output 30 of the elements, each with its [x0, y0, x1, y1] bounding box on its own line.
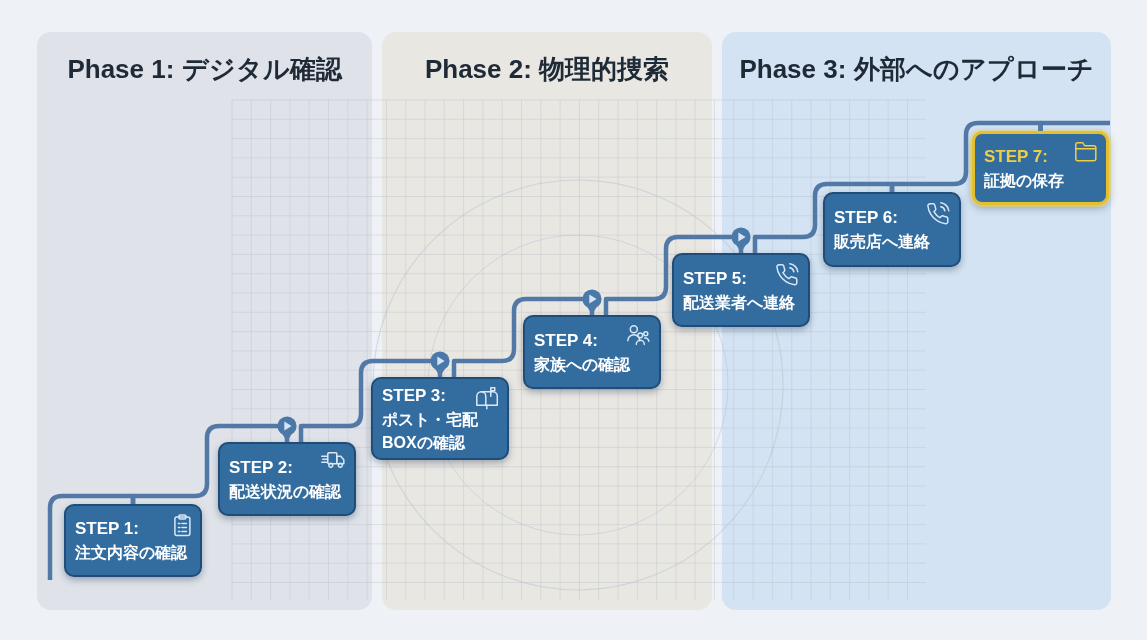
arrow — [298, 351, 450, 442]
step-label: STEP 4: — [534, 329, 598, 352]
phase-heading: Phase 3: 外部へのアプローチ — [739, 53, 1094, 85]
step-box — [523, 315, 661, 389]
step-box — [672, 253, 810, 327]
step-box — [972, 131, 1109, 205]
step-label: STEP 6: — [834, 207, 898, 229]
step-label: STEP 1: — [75, 518, 139, 540]
connector-line — [47, 493, 136, 580]
step-label: STEP 2: — [229, 456, 293, 479]
step-title: 注文内容の確認 — [75, 543, 187, 563]
arrow — [603, 227, 751, 315]
step-label: STEP 3: — [382, 384, 446, 407]
step-title: 販売店へ連絡 — [834, 232, 930, 252]
step-box — [823, 192, 961, 267]
step-title: 家族への確認 — [534, 354, 630, 375]
phase-heading: Phase 1: デジタル確認 — [67, 53, 342, 85]
step-title: ポスト・宅配BOXの確認 — [382, 409, 479, 453]
step-title: 証拠の保存 — [984, 170, 1064, 191]
step-box — [371, 377, 509, 460]
step-label: STEP 7: — [984, 145, 1048, 168]
step-box — [218, 442, 356, 516]
step-title: 配送業者へ連絡 — [683, 292, 795, 313]
step-title: 配送状況の確認 — [229, 481, 341, 502]
phase-heading: Phase 2: 物理的捜索 — [424, 53, 670, 85]
phase-panel — [37, 32, 372, 610]
arrow — [451, 289, 602, 377]
step-label: STEP 5: — [683, 267, 747, 290]
step-box — [64, 504, 202, 577]
connector-line — [752, 181, 895, 253]
